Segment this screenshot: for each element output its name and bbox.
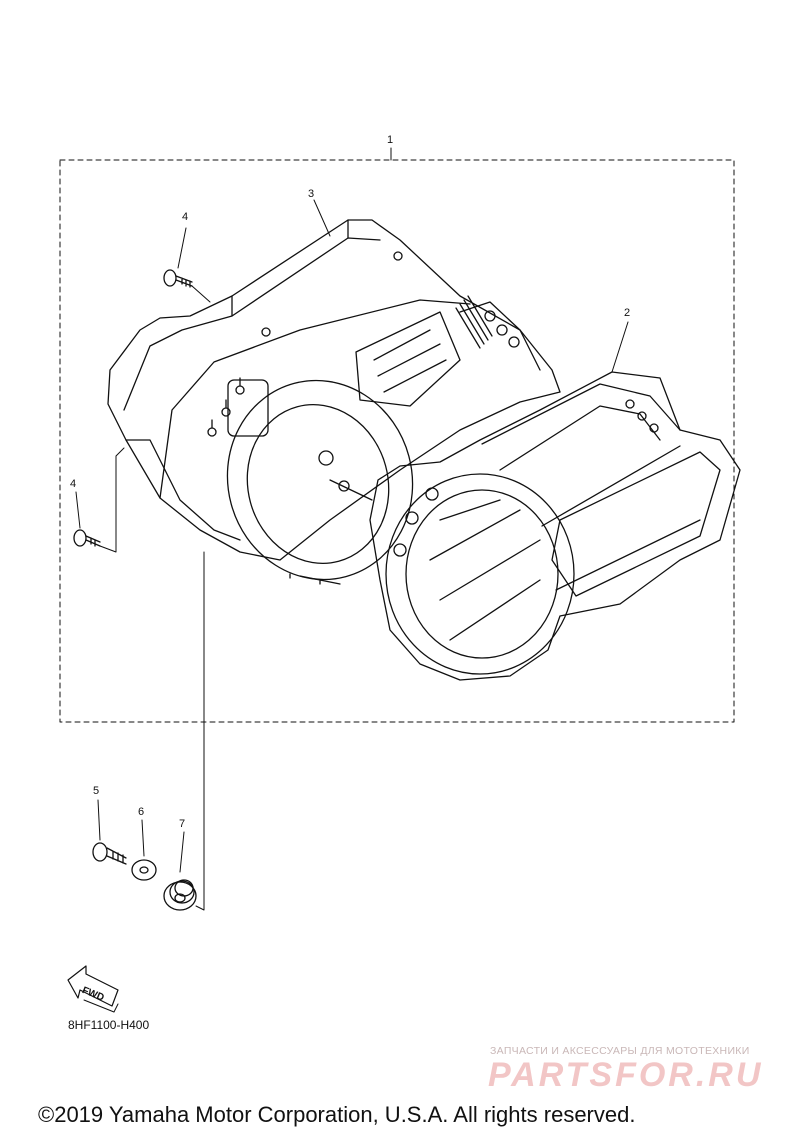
- leader-line-7: [179, 831, 185, 873]
- callout-4-upper: 4: [182, 211, 189, 223]
- callout-2: 2: [624, 307, 631, 319]
- meter-case-part-3: [107, 219, 561, 561]
- leader-line-4a: [177, 227, 187, 269]
- leader-line-5: [97, 799, 101, 841]
- callout-3: 3: [308, 188, 315, 200]
- meter-lens-part-2: [369, 371, 741, 681]
- fwd-label: FWD: [80, 985, 105, 1004]
- callout-7: 7: [179, 818, 186, 830]
- watermark-logo: PARTSFOR.RU: [488, 1056, 764, 1094]
- callout-6: 6: [138, 806, 145, 818]
- watermark-tagline: ЗАПЧАСТИ И АКСЕССУАРЫ ДЛЯ МОТОТЕХНИКИ: [490, 1045, 750, 1057]
- screw-lower: [73, 447, 125, 553]
- diagram-part-code: 8HF1100-H400: [68, 1018, 150, 1032]
- screw-upper: [163, 269, 211, 303]
- washer-part-6: [131, 859, 157, 881]
- screw-part-5: [92, 842, 127, 865]
- grommet-part-7: [163, 879, 197, 911]
- grommet-set-leader: [195, 551, 205, 911]
- callout-1: 1: [387, 134, 394, 146]
- callout-4-lower: 4: [70, 478, 77, 490]
- callout-5: 5: [93, 785, 100, 797]
- leader-line-4b: [75, 491, 81, 529]
- copyright-notice: ©2019 Yamaha Motor Corporation, U.S.A. A…: [38, 1102, 636, 1127]
- dial-plate: [226, 379, 414, 585]
- fwd-arrow-icon: [67, 965, 119, 1013]
- leader-line-2: [611, 321, 629, 373]
- leader-line-6: [141, 819, 145, 857]
- assembly-boundary-box: [59, 159, 735, 723]
- leader-line-3: [313, 199, 331, 237]
